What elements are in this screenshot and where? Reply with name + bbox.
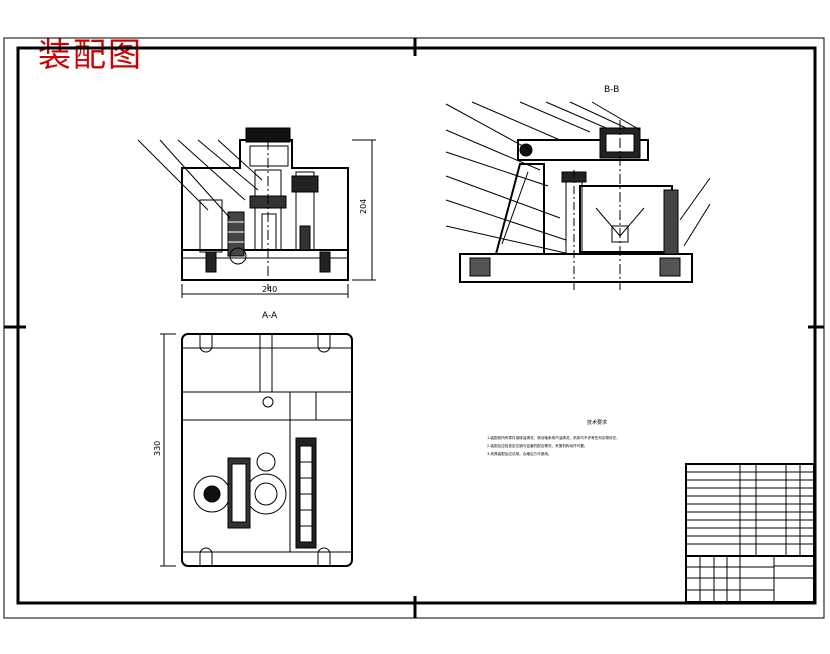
tech-note-2: 2.装配后应检查定位销与钻套的配合情况，夹紧机构动作可靠。: [487, 444, 588, 448]
section-b-view: [445, 101, 711, 290]
section-a-view: [160, 333, 353, 567]
tech-note-1: 1.装配前所有零件用煤油清洗，滚动轴承用汽油清洗，机体内不许有任何杂物存在。: [487, 436, 620, 440]
outer-border: [3, 37, 825, 619]
front-width-dim: 240: [262, 285, 277, 294]
front-height-dim: 204: [359, 199, 368, 214]
tech-notes-heading: 技术要求: [586, 420, 607, 426]
section-a-label: A-A: [262, 311, 278, 321]
section-b-label: B-B: [604, 85, 619, 95]
front-view: [137, 127, 376, 298]
title-block: [685, 463, 815, 603]
section-a-height-dim: 330: [153, 441, 162, 456]
drawing-title: 装配图: [38, 35, 143, 74]
tech-note-3: 3.夹具装配后应试用，合格后方可使用。: [487, 452, 552, 456]
tech-notes: 技术要求 1.装配前所有零件用煤油清洗，滚动轴承用汽油清洗，机体内不许有任何杂物…: [487, 419, 687, 458]
centering-marks: [4, 38, 824, 618]
